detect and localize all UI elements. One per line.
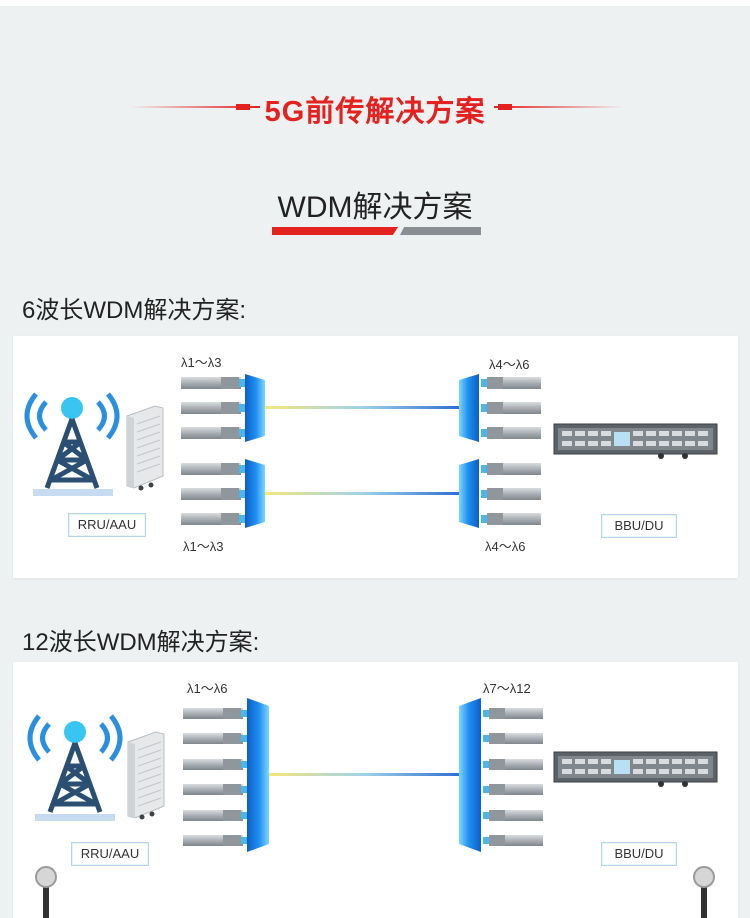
- wavelength-label-bottom-left: λ1～λ3: [183, 539, 224, 554]
- wavelength-label-right: λ7～λ12: [483, 681, 531, 696]
- fiber-link-top: [265, 406, 459, 409]
- wdm-diagram-6: [24, 374, 718, 528]
- mux-left-top: [245, 374, 265, 442]
- mux-left-bottom: [245, 459, 265, 528]
- hero-title: 5G前传解决方案: [264, 96, 486, 128]
- mux-right: [459, 698, 481, 852]
- fiber-link-bottom: [265, 492, 459, 495]
- rru-unit-icon: [126, 405, 164, 491]
- left-transceivers: [183, 708, 249, 846]
- top-strip: [0, 0, 750, 6]
- device-label-rru-aau: RRU/AAU: [71, 842, 149, 866]
- left-transceivers-top: [181, 377, 247, 439]
- mux-right-top: [459, 374, 479, 442]
- wavelength-label-top-left: λ1～λ3: [181, 355, 222, 370]
- rru-unit-icon: [127, 731, 165, 820]
- wavelength-label-left: λ1～λ6: [187, 681, 228, 696]
- pin-stick-right: [701, 878, 707, 918]
- right-transceivers-bottom: [481, 463, 541, 525]
- right-transceivers-top: [481, 377, 541, 439]
- tower-icon: [27, 714, 123, 821]
- left-transceivers-bottom: [181, 463, 247, 525]
- pin-left-icon: [35, 866, 57, 888]
- hero-dash-left: [236, 104, 250, 110]
- right-transceivers: [483, 708, 543, 846]
- section-label-6-wavelength: 6波长WDM解决方案:: [22, 297, 246, 324]
- device-label-bbu-du: BBU/DU: [601, 514, 677, 538]
- bbu-chassis-icon: [553, 423, 718, 459]
- wavelength-label-top-right: λ4～λ6: [489, 357, 530, 372]
- hero-line-right: [494, 106, 624, 108]
- device-label-rru-aau: RRU/AAU: [68, 513, 146, 537]
- bbu-chassis-icon: [553, 751, 718, 787]
- mux-right-bottom: [459, 459, 479, 528]
- diagram-panel-12-wavelength: λ1～λ6 λ7～λ12 RRU/AAU BBU/DU: [13, 662, 738, 918]
- pin-stick-left: [43, 878, 49, 918]
- tower-icon: [24, 392, 120, 496]
- wavelength-label-bottom-right: λ4～λ6: [485, 539, 526, 554]
- sub-title-underline-grey: [400, 227, 481, 235]
- fiber-link: [269, 773, 459, 776]
- wdm-diagram-12: [27, 698, 718, 852]
- device-label-bbu-du: BBU/DU: [601, 842, 677, 866]
- sub-title-underline-red: [272, 227, 398, 235]
- hero-line-left: [130, 106, 260, 108]
- pin-right-icon: [693, 866, 715, 888]
- section-label-12-wavelength: 12波长WDM解决方案:: [22, 629, 260, 656]
- sub-title: WDM解决方案: [277, 191, 473, 224]
- mux-left: [247, 698, 269, 852]
- diagram-panel-6-wavelength: λ1～λ3 λ4～λ6 λ1～λ3 λ4～λ6 RRU/AAU BBU/DU: [13, 336, 738, 578]
